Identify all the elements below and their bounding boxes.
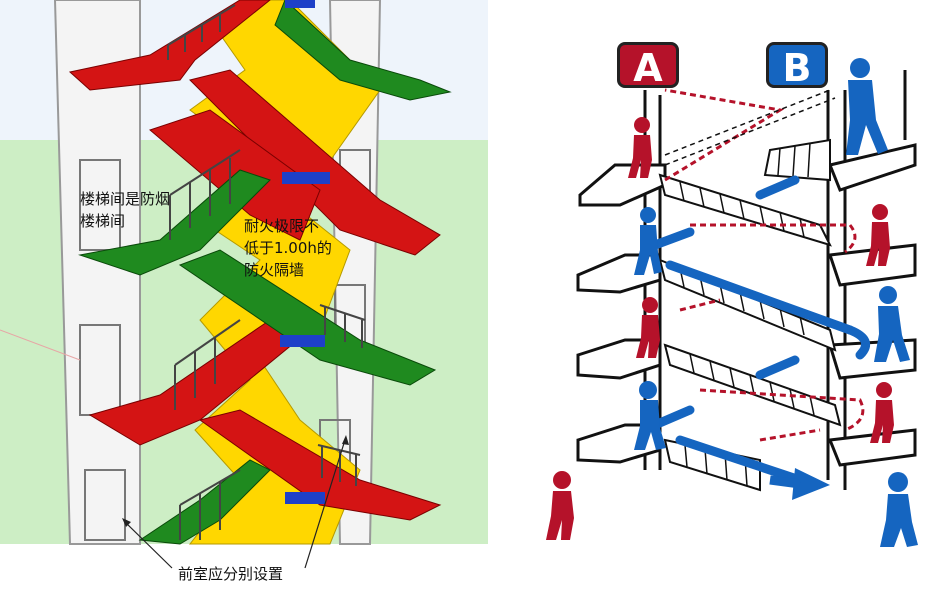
stair-flight [658, 173, 832, 247]
guide-line [0, 329, 81, 361]
handrail [169, 149, 241, 240]
floor-slab [576, 338, 662, 380]
front-room-caption: 前室应分别设置 [178, 565, 284, 583]
person-walking-icon [634, 207, 662, 275]
handrail [174, 319, 241, 410]
sight-lines [664, 89, 836, 166]
person-blue-figures [634, 58, 918, 547]
floor-slab [827, 143, 917, 192]
person-walking-icon [628, 117, 652, 178]
person-walking-icon [636, 297, 660, 358]
stairwell-label-line2: 楼梯间 [80, 212, 126, 230]
door-outline [84, 469, 126, 541]
scissor-stair-3d-illustration [0, 0, 488, 594]
green-stair-landing [78, 169, 271, 276]
person-walking-icon [634, 381, 666, 450]
stair-b-route [650, 175, 871, 485]
red-stair-flight [198, 409, 442, 521]
green-stair-flight [178, 249, 437, 386]
fire-wall-label-line3: 防火隔墙 [244, 261, 305, 279]
person-red-figures [546, 117, 894, 540]
person-walking-icon [880, 472, 918, 547]
stairwell-label-line1: 楼梯间是防烟 [80, 190, 171, 208]
stair-flight [763, 138, 831, 182]
stair-flights [658, 138, 842, 492]
pointer-arrowhead [122, 518, 131, 527]
exit-arrowhead [792, 468, 830, 500]
red-stair-flight [189, 69, 441, 256]
stair-a-badge: A [617, 42, 679, 90]
green-stair-flight [274, 0, 452, 101]
person-walking-icon [874, 286, 910, 362]
floor-slab [578, 163, 667, 207]
handrail [317, 444, 361, 486]
person-walking-icon [866, 204, 890, 266]
fire-wall-label: 耐火极限不 低于1.00h的 防火隔墙 [244, 215, 332, 281]
door-outline [79, 159, 121, 251]
exit-arrow-shaft [769, 475, 801, 489]
caption-background [0, 544, 488, 594]
person-walking-icon [870, 382, 894, 443]
handrail [319, 304, 366, 348]
pointer-line [304, 439, 346, 569]
blue-beam [285, 0, 315, 8]
pointer-line [124, 521, 173, 569]
stair-a-route [664, 88, 865, 442]
pointer-arrowhead [342, 435, 349, 445]
fire-wall-label-line1: 耐火极限不 [244, 217, 320, 235]
stair-b-badge: B [766, 42, 828, 90]
blue-beam [280, 335, 325, 347]
handrail [179, 469, 241, 540]
evacuation-diagram [546, 58, 918, 547]
handrail [167, 4, 236, 60]
stairwell-label: 楼梯间是防烟 楼梯间 [80, 188, 170, 232]
blue-beam [285, 492, 325, 504]
person-walking-icon [546, 471, 574, 540]
fire-wall-label-line2: 低于1.00h的 [244, 239, 332, 257]
blue-beam [282, 172, 330, 184]
person-walking-icon [846, 58, 888, 155]
